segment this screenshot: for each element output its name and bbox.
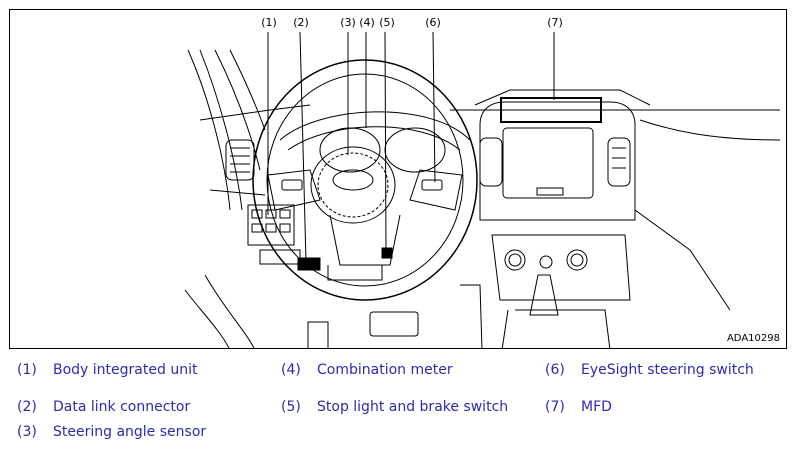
callout-5: (5) (379, 16, 395, 29)
legend-number: (4) (281, 362, 301, 378)
legend-item: (5) Stop light and brake switch (281, 399, 508, 415)
legend-item: (4) Combination meter (281, 362, 453, 378)
legend-item: (2) Data link connector (17, 399, 190, 415)
legend-label: MFD (581, 399, 612, 415)
legend-label: Data link connector (53, 399, 191, 415)
legend-item: (7) MFD (545, 399, 612, 415)
callout-3: (3) (340, 16, 356, 29)
legend-label: EyeSight steering switch (581, 362, 754, 378)
legend-item: (6) EyeSight steering switch (545, 362, 754, 378)
legend-number: (2) (17, 399, 37, 415)
callout-2: (2) (293, 16, 309, 29)
legend-number: (1) (17, 362, 37, 378)
callout-7: (7) (547, 16, 563, 29)
legend-label: Steering angle sensor (53, 424, 207, 440)
legend-label: Stop light and brake switch (317, 399, 509, 415)
dashboard-line-drawing (184, 31, 781, 348)
callout-1: (1) (261, 16, 277, 29)
legend-number: (5) (281, 399, 301, 415)
callout-4: (4) (359, 16, 375, 29)
callout-6: (6) (425, 16, 441, 29)
legend-item: (1) Body integrated unit (17, 362, 197, 378)
legend-label: Body integrated unit (53, 362, 198, 378)
figure-id-label: ADA10298 (726, 333, 780, 344)
dashboard-diagram: (1) (2) (3) (4) (5) (6) (7) ADA10298 (9, 9, 787, 349)
legend-number: (3) (17, 424, 37, 440)
legend-number: (6) (545, 362, 565, 378)
legend-label: Combination meter (317, 362, 453, 378)
legend-item: (3) Steering angle sensor (17, 424, 206, 440)
legend-number: (7) (545, 399, 565, 415)
